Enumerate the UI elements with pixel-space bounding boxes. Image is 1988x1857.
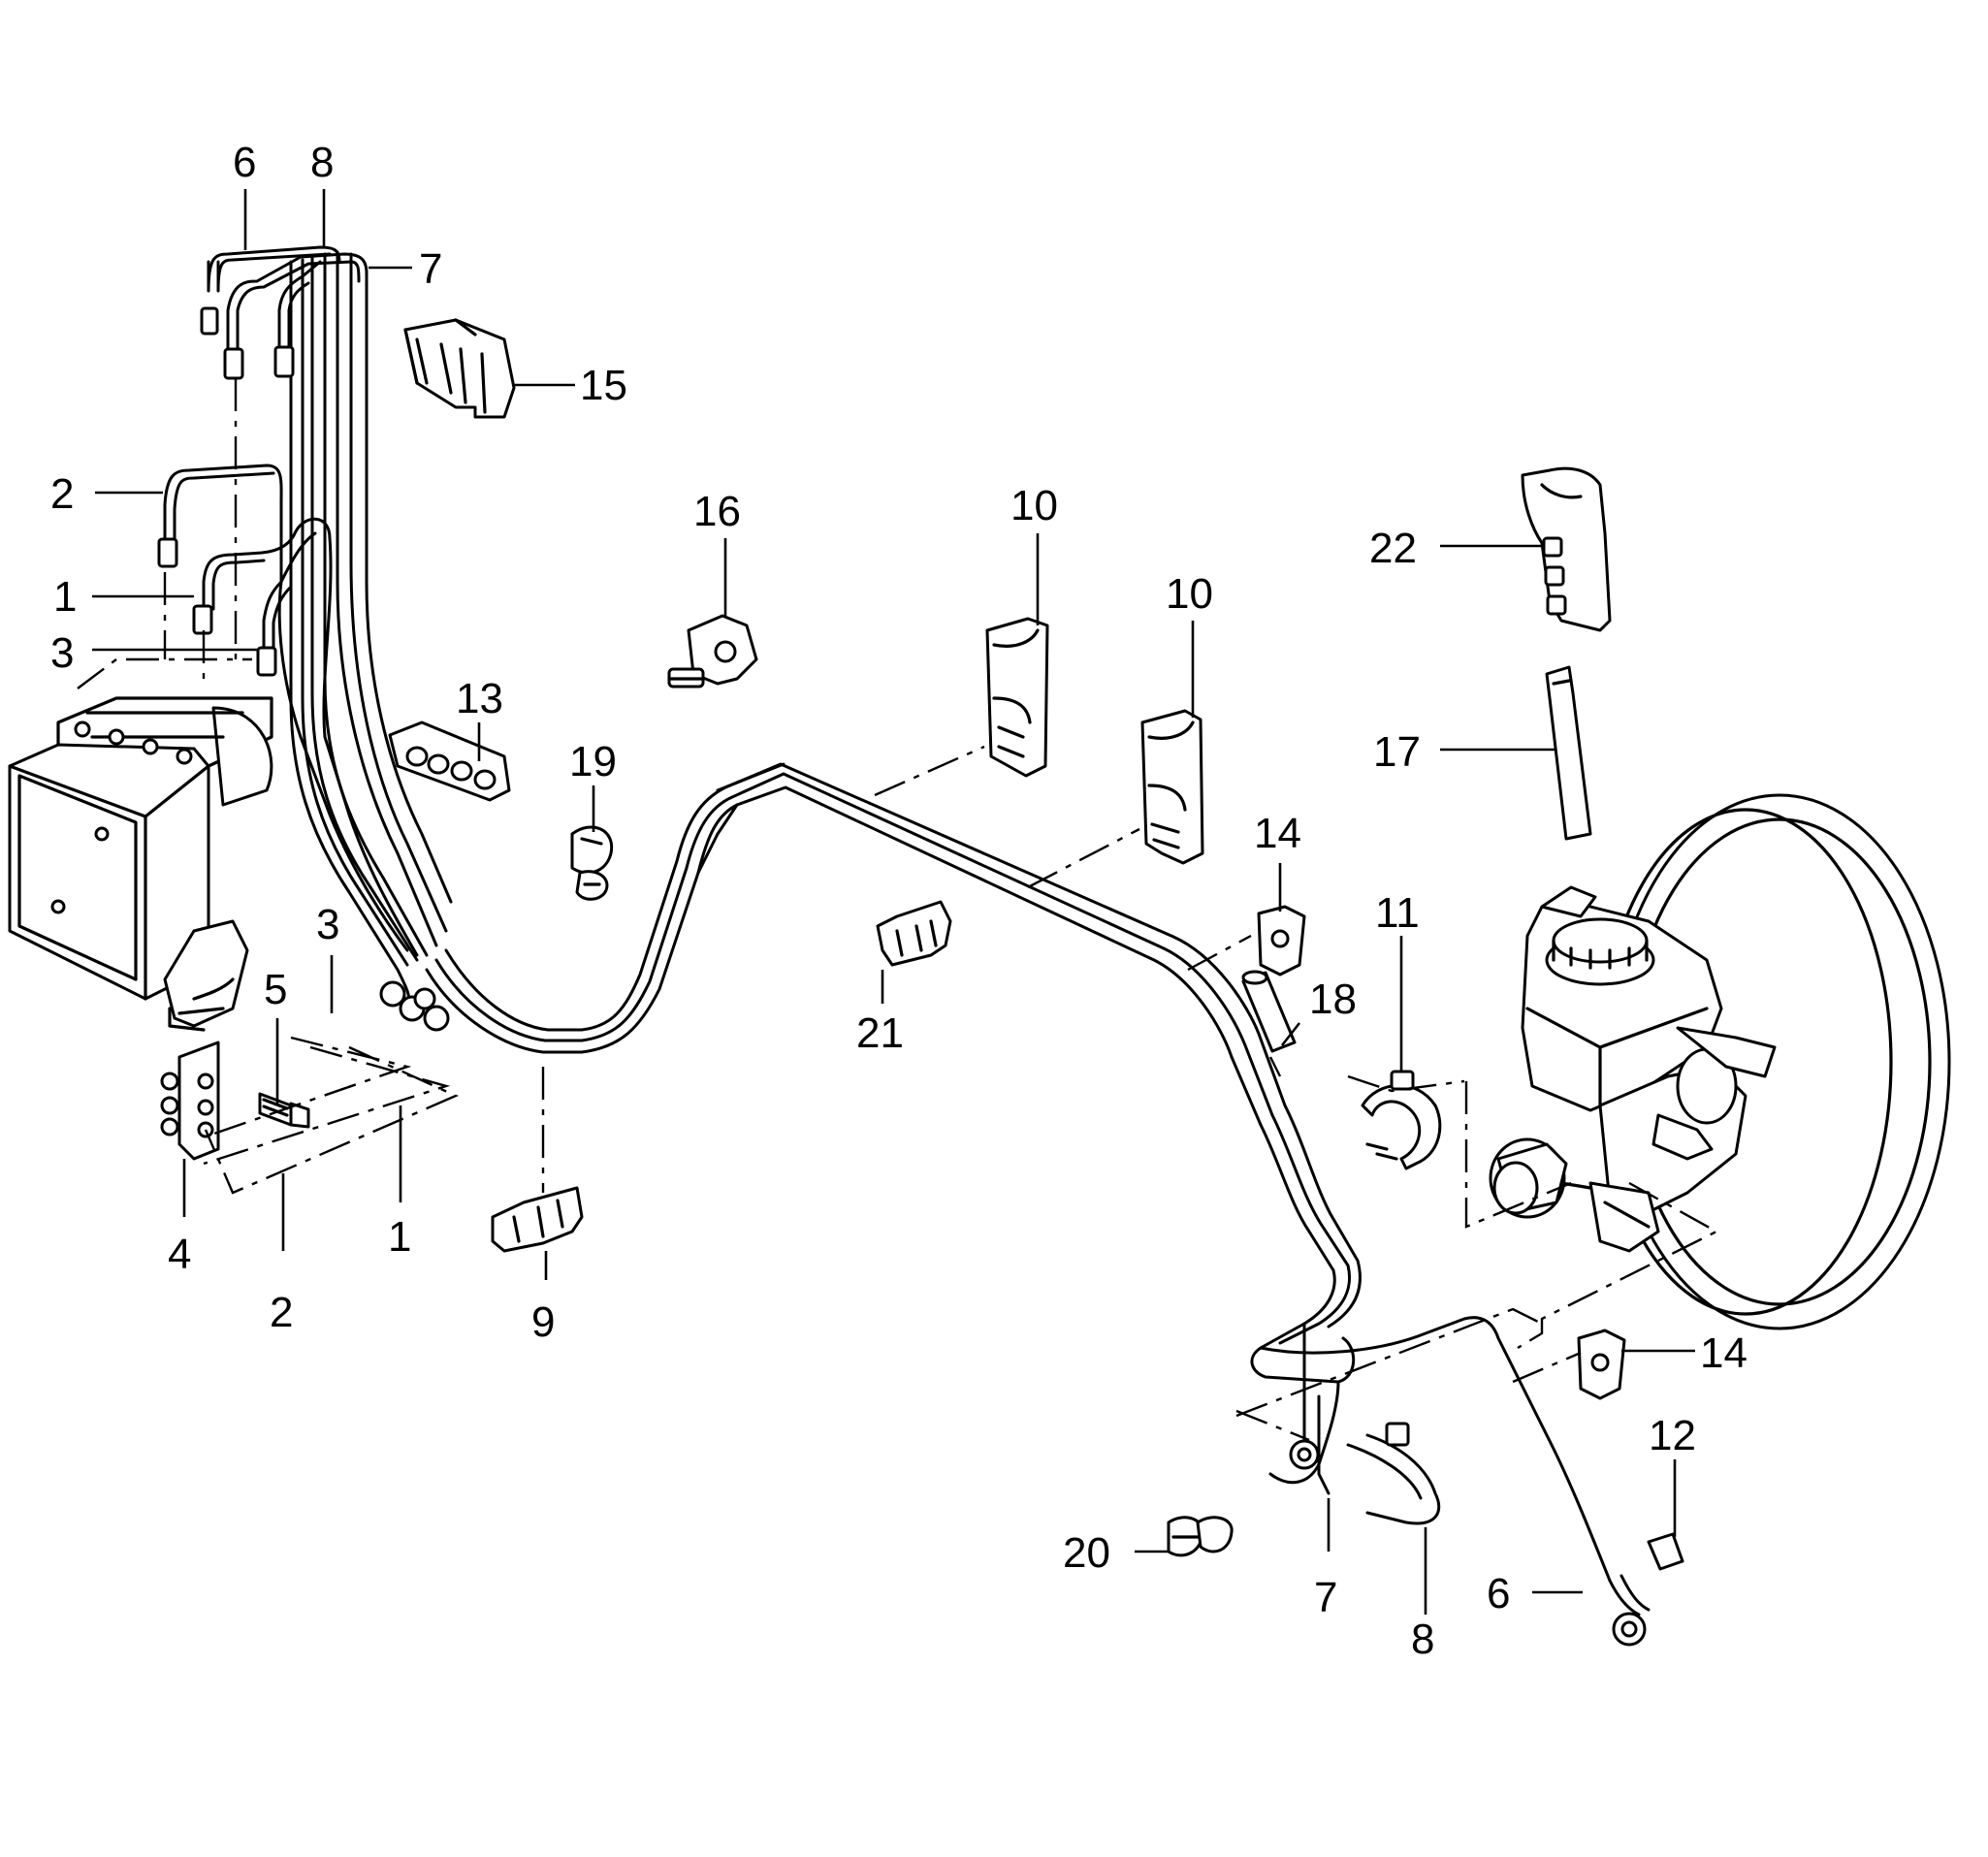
callout-4: 4 bbox=[168, 1231, 191, 1278]
brake-lines-abs-to-top bbox=[163, 245, 453, 1010]
callout-8-top: 8 bbox=[310, 139, 334, 186]
callout-7-top: 7 bbox=[419, 245, 442, 293]
callout-1-bottom: 1 bbox=[388, 1213, 411, 1261]
label-tag-12 bbox=[1647, 1532, 1684, 1571]
clip-22 bbox=[1521, 466, 1612, 632]
clip-9 bbox=[491, 1186, 584, 1253]
callout-1-left: 1 bbox=[53, 573, 77, 621]
sleeve-18 bbox=[1241, 970, 1297, 1053]
callout-numbers: 6 8 7 15 2 1 3 13 19 16 10 10 22 17 14 1… bbox=[50, 139, 1748, 1663]
callout-18: 18 bbox=[1309, 976, 1357, 1023]
callout-16: 16 bbox=[693, 488, 741, 535]
clip-15 bbox=[403, 318, 516, 419]
clip-14-upper bbox=[1257, 905, 1306, 977]
callout-9: 9 bbox=[531, 1298, 555, 1346]
callout-15: 15 bbox=[580, 362, 627, 409]
callout-20: 20 bbox=[1063, 1529, 1110, 1577]
callout-10-upper: 10 bbox=[1010, 482, 1058, 529]
pressure-sensor bbox=[1489, 1137, 1592, 1219]
callout-7-bottom: 7 bbox=[1314, 1574, 1337, 1621]
callout-3-left: 3 bbox=[50, 629, 74, 677]
mounting-bolt bbox=[258, 1092, 310, 1129]
clip-14-lower bbox=[1577, 1329, 1626, 1400]
callout-3-mid: 3 bbox=[316, 901, 339, 948]
callout-21: 21 bbox=[856, 1009, 904, 1057]
clip-16 bbox=[667, 614, 758, 688]
clip-19 bbox=[570, 825, 614, 901]
callout-11: 11 bbox=[1375, 889, 1420, 937]
clip-11 bbox=[1361, 1070, 1442, 1170]
callout-22: 22 bbox=[1369, 525, 1417, 572]
clip-20 bbox=[1167, 1516, 1234, 1557]
clip-10-upper bbox=[985, 617, 1049, 778]
leader-lines bbox=[92, 189, 1695, 1615]
tube-end-fittings-bottom bbox=[1289, 1422, 1647, 1647]
brake-fluid-reservoir bbox=[1521, 885, 1723, 1112]
tube-fittings bbox=[157, 306, 450, 1032]
clip-13 bbox=[388, 720, 511, 802]
callout-8-bottom: 8 bbox=[1411, 1616, 1434, 1663]
callout-10-lower: 10 bbox=[1166, 570, 1213, 618]
hose-17 bbox=[1545, 665, 1592, 841]
clip-21 bbox=[876, 900, 952, 967]
abs-hydraulic-unit bbox=[8, 696, 273, 1032]
callout-2-bottom: 2 bbox=[270, 1289, 293, 1336]
callout-14-lower: 14 bbox=[1700, 1329, 1748, 1377]
assembly-dash-lines bbox=[77, 378, 1719, 1442]
abs-mounting-bracket bbox=[160, 1041, 220, 1161]
callout-12: 12 bbox=[1649, 1412, 1696, 1459]
callout-19: 19 bbox=[569, 738, 617, 785]
callout-6-top: 6 bbox=[233, 139, 256, 186]
main-brake-line-run bbox=[425, 762, 1651, 1617]
callout-17: 17 bbox=[1373, 728, 1421, 776]
master-cylinder bbox=[1588, 1026, 1777, 1253]
callout-13: 13 bbox=[456, 675, 503, 722]
clip-10-lower bbox=[1140, 709, 1204, 865]
callout-5: 5 bbox=[264, 966, 287, 1013]
callout-14-upper: 14 bbox=[1254, 810, 1301, 857]
callout-2-left: 2 bbox=[50, 470, 74, 518]
callout-6-bottom: 6 bbox=[1487, 1570, 1510, 1617]
